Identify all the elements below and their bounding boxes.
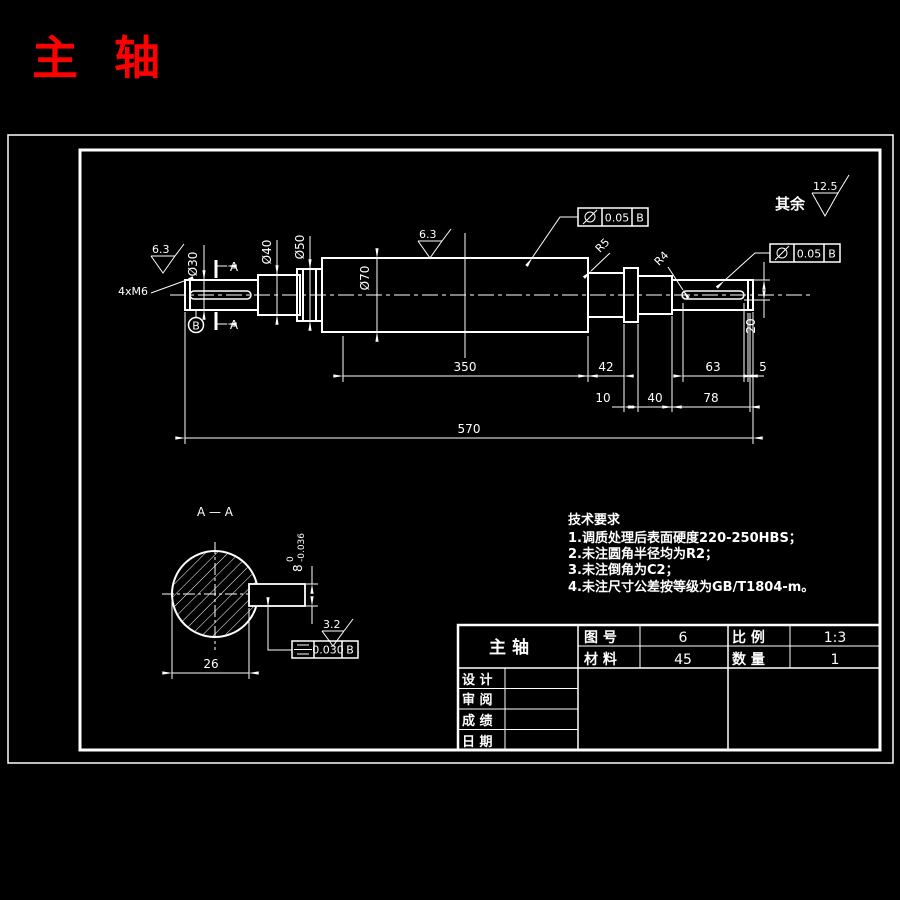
tb-scale-label: 比 例 bbox=[732, 629, 765, 646]
dim-78: 78 bbox=[703, 391, 718, 405]
dia70-label: Ø70 bbox=[358, 266, 372, 291]
gdt-top-datum: B bbox=[636, 212, 644, 225]
extension-lines bbox=[184, 303, 754, 444]
key-width-value: 8 bbox=[291, 564, 305, 572]
thread-label: 4xM6 bbox=[118, 285, 148, 298]
roughness-icon bbox=[417, 228, 452, 259]
qiyu-label: 其余 bbox=[775, 195, 806, 213]
tb-qty: 1 bbox=[831, 652, 840, 668]
title-block: 主 轴 图 号 6 比 例 1:3 材 料 45 数 量 1 设 计 审 阅 成… bbox=[456, 623, 882, 752]
roughness-icon bbox=[811, 174, 850, 218]
length-dims: 350 42 63 5 10 40 78 570 bbox=[175, 303, 767, 444]
runout-icon bbox=[774, 245, 790, 261]
datum-b-letter: B bbox=[192, 320, 200, 333]
tech-requirements: 技术要求 1.调质处理后表面硬度220-250HBS； 2.未注圆角半径均为R2… bbox=[568, 512, 814, 595]
thread-note: 4xM6 bbox=[118, 276, 194, 298]
general-roughness-value: 12.5 bbox=[813, 180, 838, 193]
keyway-left bbox=[189, 290, 252, 300]
section-circle bbox=[171, 550, 259, 638]
gdt-right-tolerance: 0.05 bbox=[797, 248, 822, 261]
roughness-section: 3.2 bbox=[321, 618, 354, 647]
keyways bbox=[189, 290, 745, 300]
tb-row-review: 审 阅 bbox=[462, 692, 493, 708]
general-roughness-note: 其余 12.5 bbox=[775, 174, 850, 218]
roughness-body: 6.3 bbox=[417, 228, 452, 259]
tb-drawing-no: 6 bbox=[679, 630, 688, 646]
r5-label: R5 bbox=[593, 236, 613, 256]
page-title: 主 轴 bbox=[32, 31, 170, 85]
roughness-icon bbox=[150, 243, 185, 274]
roughness-section-value: 3.2 bbox=[323, 618, 341, 631]
dim20-label: 20 bbox=[744, 318, 758, 333]
gdt-section-datum: B bbox=[346, 644, 354, 657]
gdt-frame-section: 0.030 B bbox=[266, 597, 359, 659]
shaft-journal-right bbox=[671, 279, 754, 311]
section-letter-top: A bbox=[230, 260, 239, 274]
tb-row-score: 成 绩 bbox=[462, 713, 493, 729]
dia40-label: Ø40 bbox=[260, 240, 274, 265]
dim-5: 5 bbox=[759, 360, 767, 374]
key-tol-upper: 0 bbox=[286, 556, 296, 562]
tb-scale: 1:3 bbox=[824, 630, 847, 646]
dim-42: 42 bbox=[598, 360, 613, 374]
diameter-dims: Ø30 Ø40 Ø50 Ø70 20 bbox=[186, 235, 770, 342]
tb-row-date: 日 期 bbox=[462, 735, 493, 750]
dia30-label: Ø30 bbox=[186, 252, 200, 277]
tech-item-1: 1.调质处理后表面硬度220-250HBS； bbox=[568, 530, 802, 546]
tb-qty-label: 数 量 bbox=[732, 651, 765, 668]
roughness-left: 6.3 bbox=[150, 243, 185, 274]
dim-40: 40 bbox=[647, 391, 662, 405]
key-width-dim: 8 0 -0.036 bbox=[286, 533, 307, 572]
gdt-frame-top: 0.05 B bbox=[525, 207, 649, 267]
gdt-section-tolerance: 0.030 bbox=[312, 644, 344, 657]
gdt-top-tolerance: 0.05 bbox=[605, 212, 630, 225]
r4-label: R4 bbox=[652, 249, 672, 269]
roughness-left-value: 6.3 bbox=[152, 243, 170, 256]
roughness-icon bbox=[321, 618, 354, 647]
tb-part-name: 主 轴 bbox=[489, 637, 529, 658]
sheet-outer-border bbox=[7, 134, 894, 764]
section-letter-bottom: A bbox=[230, 318, 239, 332]
roughness-body-value: 6.3 bbox=[419, 228, 437, 241]
section-keyway bbox=[248, 583, 306, 607]
keyway-right bbox=[681, 290, 745, 300]
datum-b-symbol: B bbox=[187, 310, 205, 334]
tech-item-4: 4.未注尺寸公差按等级为GB/T1804-m。 bbox=[568, 579, 814, 595]
tb-drawing-no-label: 图 号 bbox=[584, 630, 617, 646]
section-title: A — A bbox=[197, 505, 234, 519]
section-cut-marks: A A bbox=[214, 260, 239, 332]
tb-material-label: 材 料 bbox=[584, 651, 617, 668]
tb-material: 45 bbox=[674, 652, 692, 668]
symmetry-icon bbox=[294, 644, 312, 655]
key-tol-lower: -0.036 bbox=[297, 533, 307, 562]
dim-63: 63 bbox=[705, 360, 720, 374]
dim-350: 350 bbox=[454, 360, 477, 374]
tech-item-3: 3.未注倒角为C2； bbox=[568, 562, 679, 578]
gdt-frame-right: 0.05 B bbox=[715, 243, 841, 289]
shaft-section-d40 bbox=[257, 274, 301, 316]
dim-570: 570 bbox=[458, 422, 481, 436]
runout-icon bbox=[582, 209, 598, 225]
dia50-label: Ø50 bbox=[293, 235, 307, 260]
section-view: A — A 8 0 -0.036 26 3.2 bbox=[162, 505, 359, 679]
tech-item-2: 2.未注圆角半径均为R2； bbox=[568, 546, 718, 562]
dim-10: 10 bbox=[595, 391, 610, 405]
tb-row-design: 设 计 bbox=[462, 672, 493, 688]
gdt-right-datum: B bbox=[828, 248, 836, 261]
tech-title: 技术要求 bbox=[568, 512, 621, 528]
dim-26: 26 bbox=[203, 657, 218, 671]
